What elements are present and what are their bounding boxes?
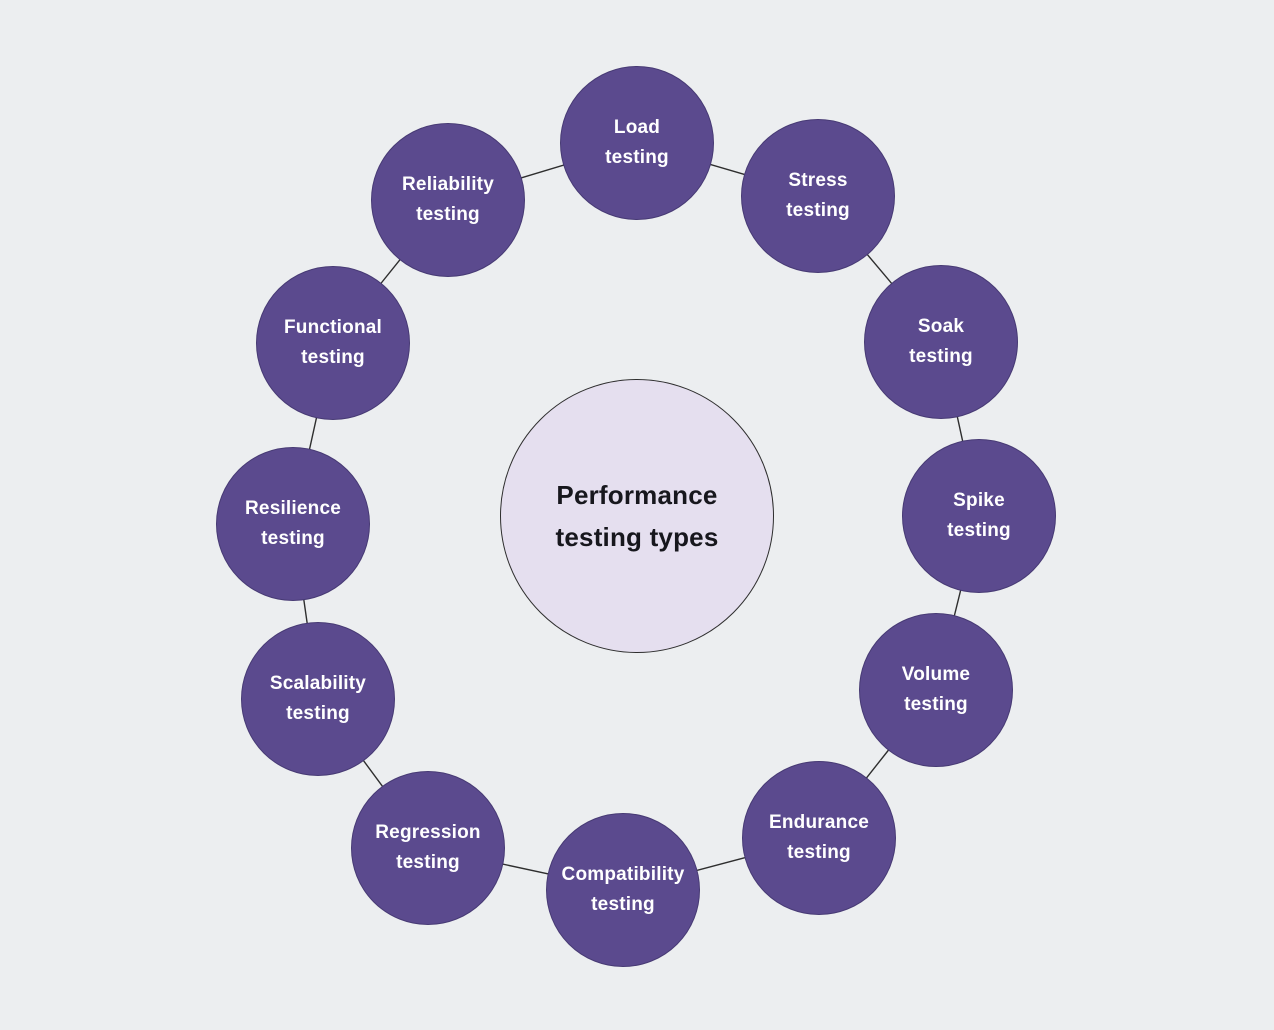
node-label: Endurance testing bbox=[769, 808, 869, 868]
node-label-line1: Stress bbox=[788, 170, 848, 191]
node-label-line1: Spike bbox=[953, 490, 1005, 511]
node-label-line1: Scalability bbox=[269, 673, 367, 694]
node-label-line1: Soak bbox=[917, 316, 965, 337]
node-label-line2: testing bbox=[947, 520, 1011, 541]
node-resilience-testing: Resilience testing bbox=[216, 447, 370, 601]
node-label-line1: Endurance bbox=[769, 812, 869, 833]
node-label-line2: testing bbox=[904, 694, 968, 715]
node-compatibility-testing: Compatibility testing bbox=[546, 813, 700, 967]
node-label-line2: testing bbox=[605, 147, 669, 168]
node-soak-testing: Soak testing bbox=[864, 265, 1018, 419]
node-label-line1: Regression bbox=[375, 822, 481, 843]
node-label: Volume testing bbox=[902, 660, 970, 720]
node-label: Scalability testing bbox=[270, 669, 366, 729]
node-label: Spike testing bbox=[947, 486, 1011, 546]
node-label-line2: testing bbox=[286, 703, 350, 724]
node-label-line1: Reliability bbox=[402, 174, 494, 195]
node-label-line2: testing bbox=[261, 528, 325, 549]
node-label-line2: testing bbox=[416, 204, 480, 225]
diagram-title: Performance testing types bbox=[556, 474, 719, 558]
node-label-line1: Resilience bbox=[245, 498, 341, 519]
center-circle: Performance testing types bbox=[500, 379, 774, 653]
diagram-title-line1: Performance bbox=[556, 480, 718, 510]
node-label: Load testing bbox=[605, 113, 669, 173]
node-spike-testing: Spike testing bbox=[902, 439, 1056, 593]
node-endurance-testing: Endurance testing bbox=[742, 761, 896, 915]
node-label-line1: Load bbox=[613, 117, 661, 138]
node-label: Resilience testing bbox=[245, 494, 341, 554]
node-functional-testing: Functional testing bbox=[256, 266, 410, 420]
node-label-line2: testing bbox=[591, 894, 655, 915]
node-volume-testing: Volume testing bbox=[859, 613, 1013, 767]
node-label-line2: testing bbox=[786, 200, 850, 221]
node-stress-testing: Stress testing bbox=[741, 119, 895, 273]
node-label-line2: testing bbox=[396, 852, 460, 873]
node-label: Functional testing bbox=[284, 313, 382, 373]
node-reliability-testing: Reliability testing bbox=[371, 123, 525, 277]
node-regression-testing: Regression testing bbox=[351, 771, 505, 925]
node-label: Compatibility testing bbox=[562, 860, 685, 920]
node-label: Stress testing bbox=[786, 166, 850, 226]
node-label: Regression testing bbox=[375, 818, 480, 878]
node-label: Soak testing bbox=[909, 312, 973, 372]
node-label-line2: testing bbox=[787, 842, 851, 863]
diagram-title-line2: testing types bbox=[555, 522, 719, 552]
node-label-line2: testing bbox=[301, 347, 365, 368]
node-label-line1: Volume bbox=[901, 664, 971, 685]
node-label: Reliability testing bbox=[402, 170, 494, 230]
node-label-line2: testing bbox=[909, 346, 973, 367]
node-scalability-testing: Scalability testing bbox=[241, 622, 395, 776]
node-label-line1: Functional bbox=[283, 317, 383, 338]
node-label-line1: Compatibility bbox=[561, 864, 685, 885]
node-load-testing: Load testing bbox=[560, 66, 714, 220]
